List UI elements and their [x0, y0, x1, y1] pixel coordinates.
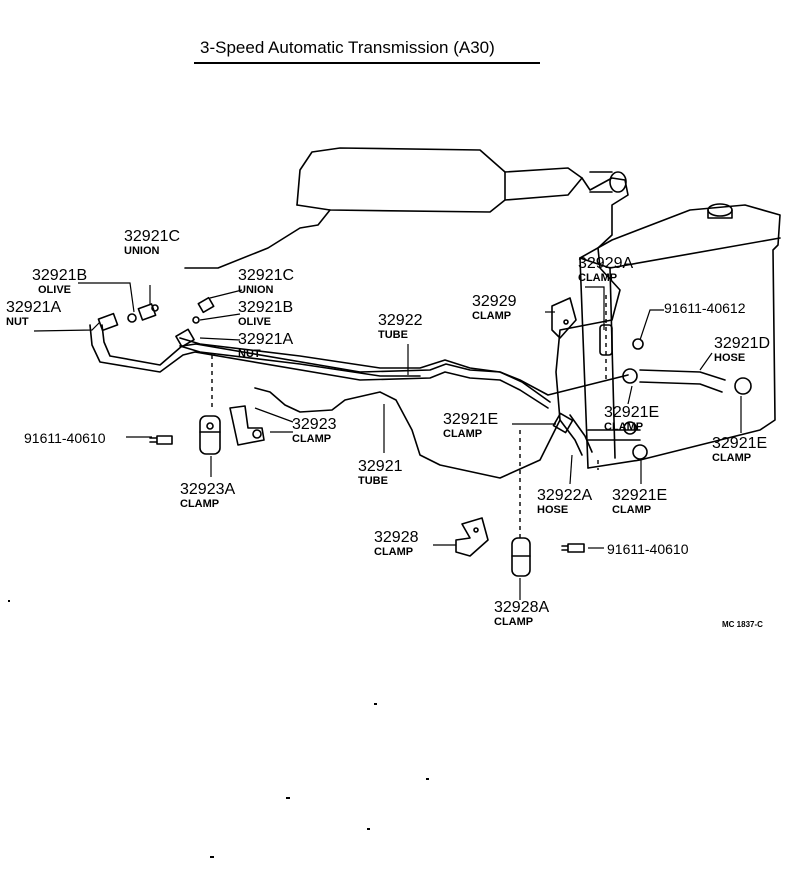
tube-32922: [179, 337, 629, 396]
callout-91611-40610-left: 91611-40610: [24, 430, 106, 446]
hose-32921d: [639, 369, 726, 393]
engine-outline: [254, 147, 629, 479]
callout-32921e-radiator-1: 32921E CLAMP: [604, 404, 660, 433]
callout-32929-clamp: 32929 CLAMP: [472, 293, 517, 322]
callout-32921a-mid: 32921A NUT: [238, 331, 294, 360]
callout-32921c-left: 32921C UNION: [124, 228, 181, 257]
callout-32921a-left: 32921A NUT: [6, 299, 62, 328]
clamp-32928: [455, 517, 489, 557]
callout-32921d-hose: 32921D HOSE: [714, 335, 771, 364]
callout-32921b-mid: 32921B OLIVE: [238, 299, 294, 328]
callout-32921c-mid: 32921C UNION: [238, 267, 295, 296]
callout-32921b-left: 32921B OLIVE: [32, 267, 88, 296]
callout-91611-40612: 91611-40612: [664, 300, 746, 316]
diagram-title: 3-Speed Automatic Transmission (A30): [200, 38, 495, 57]
callout-32922a-hose: 32922A HOSE: [537, 487, 593, 516]
title-underline: [194, 62, 540, 64]
callout-32921-tube: 32921 TUBE: [358, 458, 403, 487]
clamp-32923a: [199, 415, 221, 455]
clamp-32928a: [511, 537, 531, 577]
clamp-32929: [551, 297, 577, 339]
drawing-code: MC 1837-C: [722, 620, 763, 629]
callout-32922-tube: 32922 TUBE: [378, 312, 423, 341]
callout-32929a-clamp: 32929A CLAMP: [578, 255, 634, 284]
callout-32921e-radiator-3: 32921E CLAMP: [612, 487, 668, 516]
callout-32928-clamp: 32928 CLAMP: [374, 529, 419, 558]
callout-91611-40610-right: 91611-40610: [607, 541, 689, 557]
tube-32921: [89, 324, 549, 409]
callout-32923-clamp: 32923 CLAMP: [292, 416, 337, 445]
radiator-outline: [579, 204, 781, 469]
callout-32921e-center: 32921E CLAMP: [443, 411, 499, 440]
callout-32921e-radiator-2: 32921E CLAMP: [712, 435, 768, 464]
clamp-32923: [229, 405, 265, 446]
callout-32928a-clamp: 32928A CLAMP: [494, 599, 550, 628]
callout-32923a-clamp: 32923A CLAMP: [180, 481, 236, 510]
